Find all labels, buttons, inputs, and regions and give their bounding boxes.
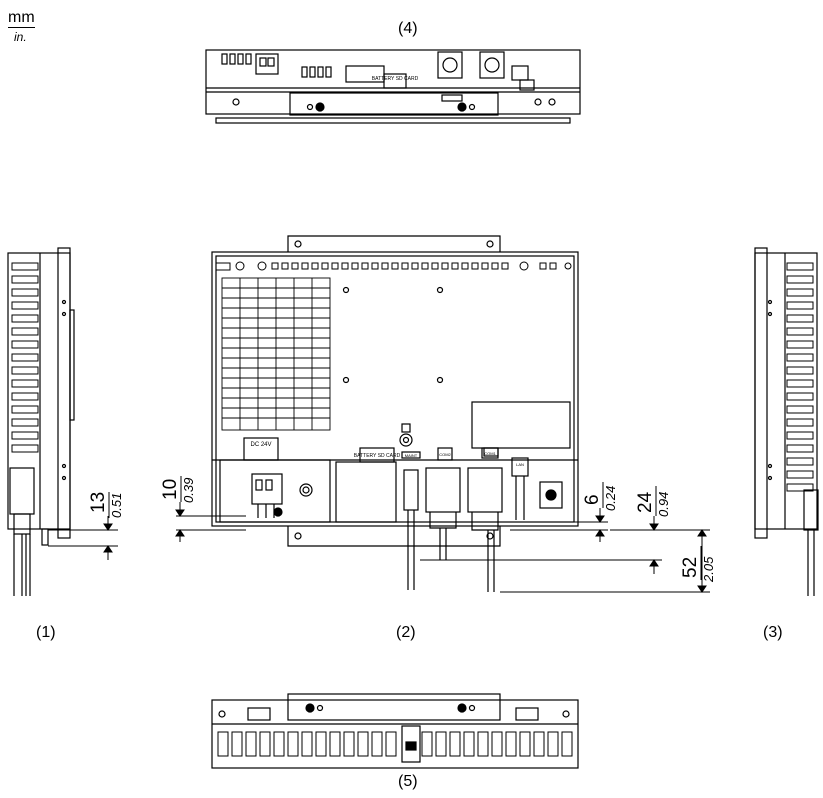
- battery-slot-rear: [359, 447, 395, 463]
- view-label-bottom: (5): [398, 773, 418, 790]
- top-view: BATTERY SD CARD: [205, 49, 581, 124]
- port-d-text: LAN: [516, 462, 524, 467]
- port-a-text: MAINT: [405, 453, 418, 458]
- dim-side-offset-mm: 13: [88, 492, 109, 513]
- dim-cable-clearance-mm: 52: [680, 557, 701, 578]
- dim-terminal-offset-mm: 10: [160, 479, 181, 500]
- dim-terminal-offset-in: 0.39: [181, 478, 196, 503]
- rear-top-holes: [215, 261, 572, 271]
- right-view: [754, 247, 819, 596]
- left-vent-slots: [11, 262, 39, 453]
- dimension-lines: [48, 502, 710, 593]
- top-vent-slots: [221, 53, 332, 78]
- rear-vent-grid: [221, 277, 331, 431]
- right-vent-slots: [786, 262, 814, 492]
- view-label-right: (3): [763, 624, 783, 641]
- power-terminal-label-box: [243, 437, 279, 461]
- dim-connector-depth-in: 0.94: [656, 492, 671, 517]
- dimension-texts: 13 0.51 10 0.39 6 0.24 24 0.94 52 2.05: [88, 476, 716, 583]
- unit-mm-label: mm: [8, 9, 35, 28]
- port-c-text: COM1: [484, 451, 496, 456]
- port-b-text: COM2: [439, 452, 451, 457]
- dim-cable-offset-mm: 6: [582, 494, 603, 505]
- view-label-top: (4): [398, 20, 418, 37]
- dim-cable-offset-in: 0.24: [603, 486, 618, 511]
- dim-side-offset-in: 0.51: [109, 493, 124, 518]
- bottom-vent-slots: [217, 731, 573, 757]
- bottom-view: [211, 693, 579, 769]
- power-terminal-top: [255, 53, 279, 75]
- battery-slot-top-text: BATTERY SD CARD: [372, 76, 419, 82]
- power-terminal-text: DC 24V: [250, 442, 271, 448]
- view-label-rear: (2): [396, 624, 416, 641]
- battery-slot-rear-text: BATTERY SD CARD: [354, 453, 401, 459]
- view-label-left: (1): [36, 624, 56, 641]
- battery-slot-top: [383, 73, 407, 89]
- unit-in-label: in.: [14, 30, 27, 44]
- rear-view: DC 24V BATTERY SD CARD MAINT COM2 COM1 L…: [211, 235, 579, 592]
- left-view: [7, 247, 75, 596]
- dim-connector-depth-mm: 24: [635, 491, 656, 513]
- dim-cable-clearance-in: 2.05: [701, 556, 716, 583]
